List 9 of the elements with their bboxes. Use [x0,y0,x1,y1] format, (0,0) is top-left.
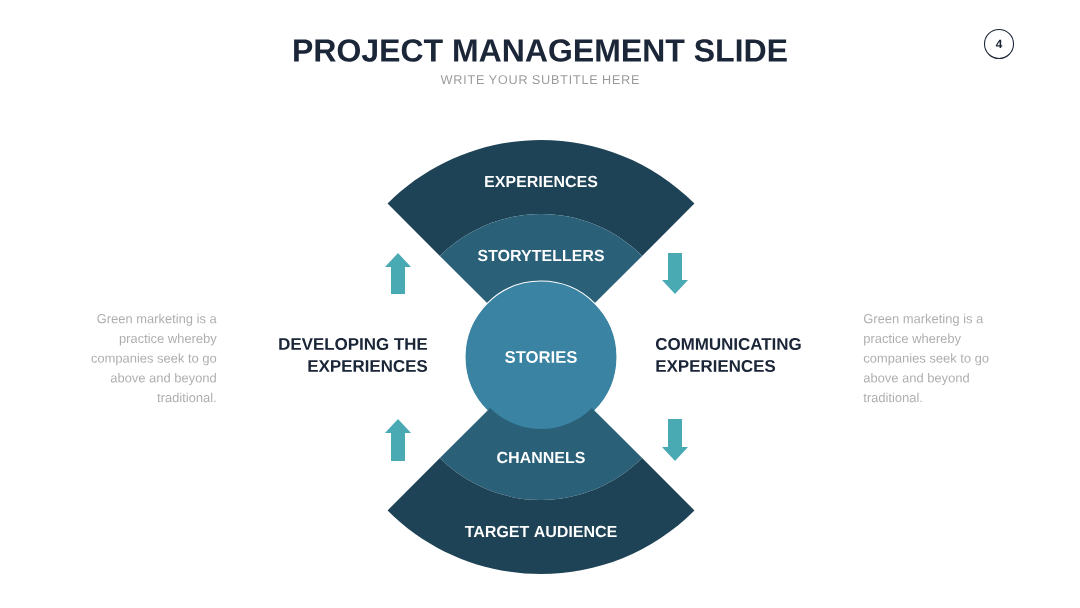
subtitle: WRITE YOUR SUBTITLE HERE [440,75,639,85]
fan-segment: STORYTELLERS [439,214,643,307]
side-heading: DEVELOPING THE EXPERIENCES [279,338,428,372]
title: PROJECT MANAGEMENT SLIDE [294,39,787,62]
body-text: Green marketing is a practice whereby companies seek to go above and beyond traditional. [91,313,217,403]
side-heading: COMMUNICATING EXPERIENCES [655,338,801,372]
fan-segment: CHANNELS [439,407,643,500]
body-text: Green marketing is a practice whereby companies seek to go above and beyond traditional. [863,313,989,403]
page-number: 4 [983,28,1015,60]
